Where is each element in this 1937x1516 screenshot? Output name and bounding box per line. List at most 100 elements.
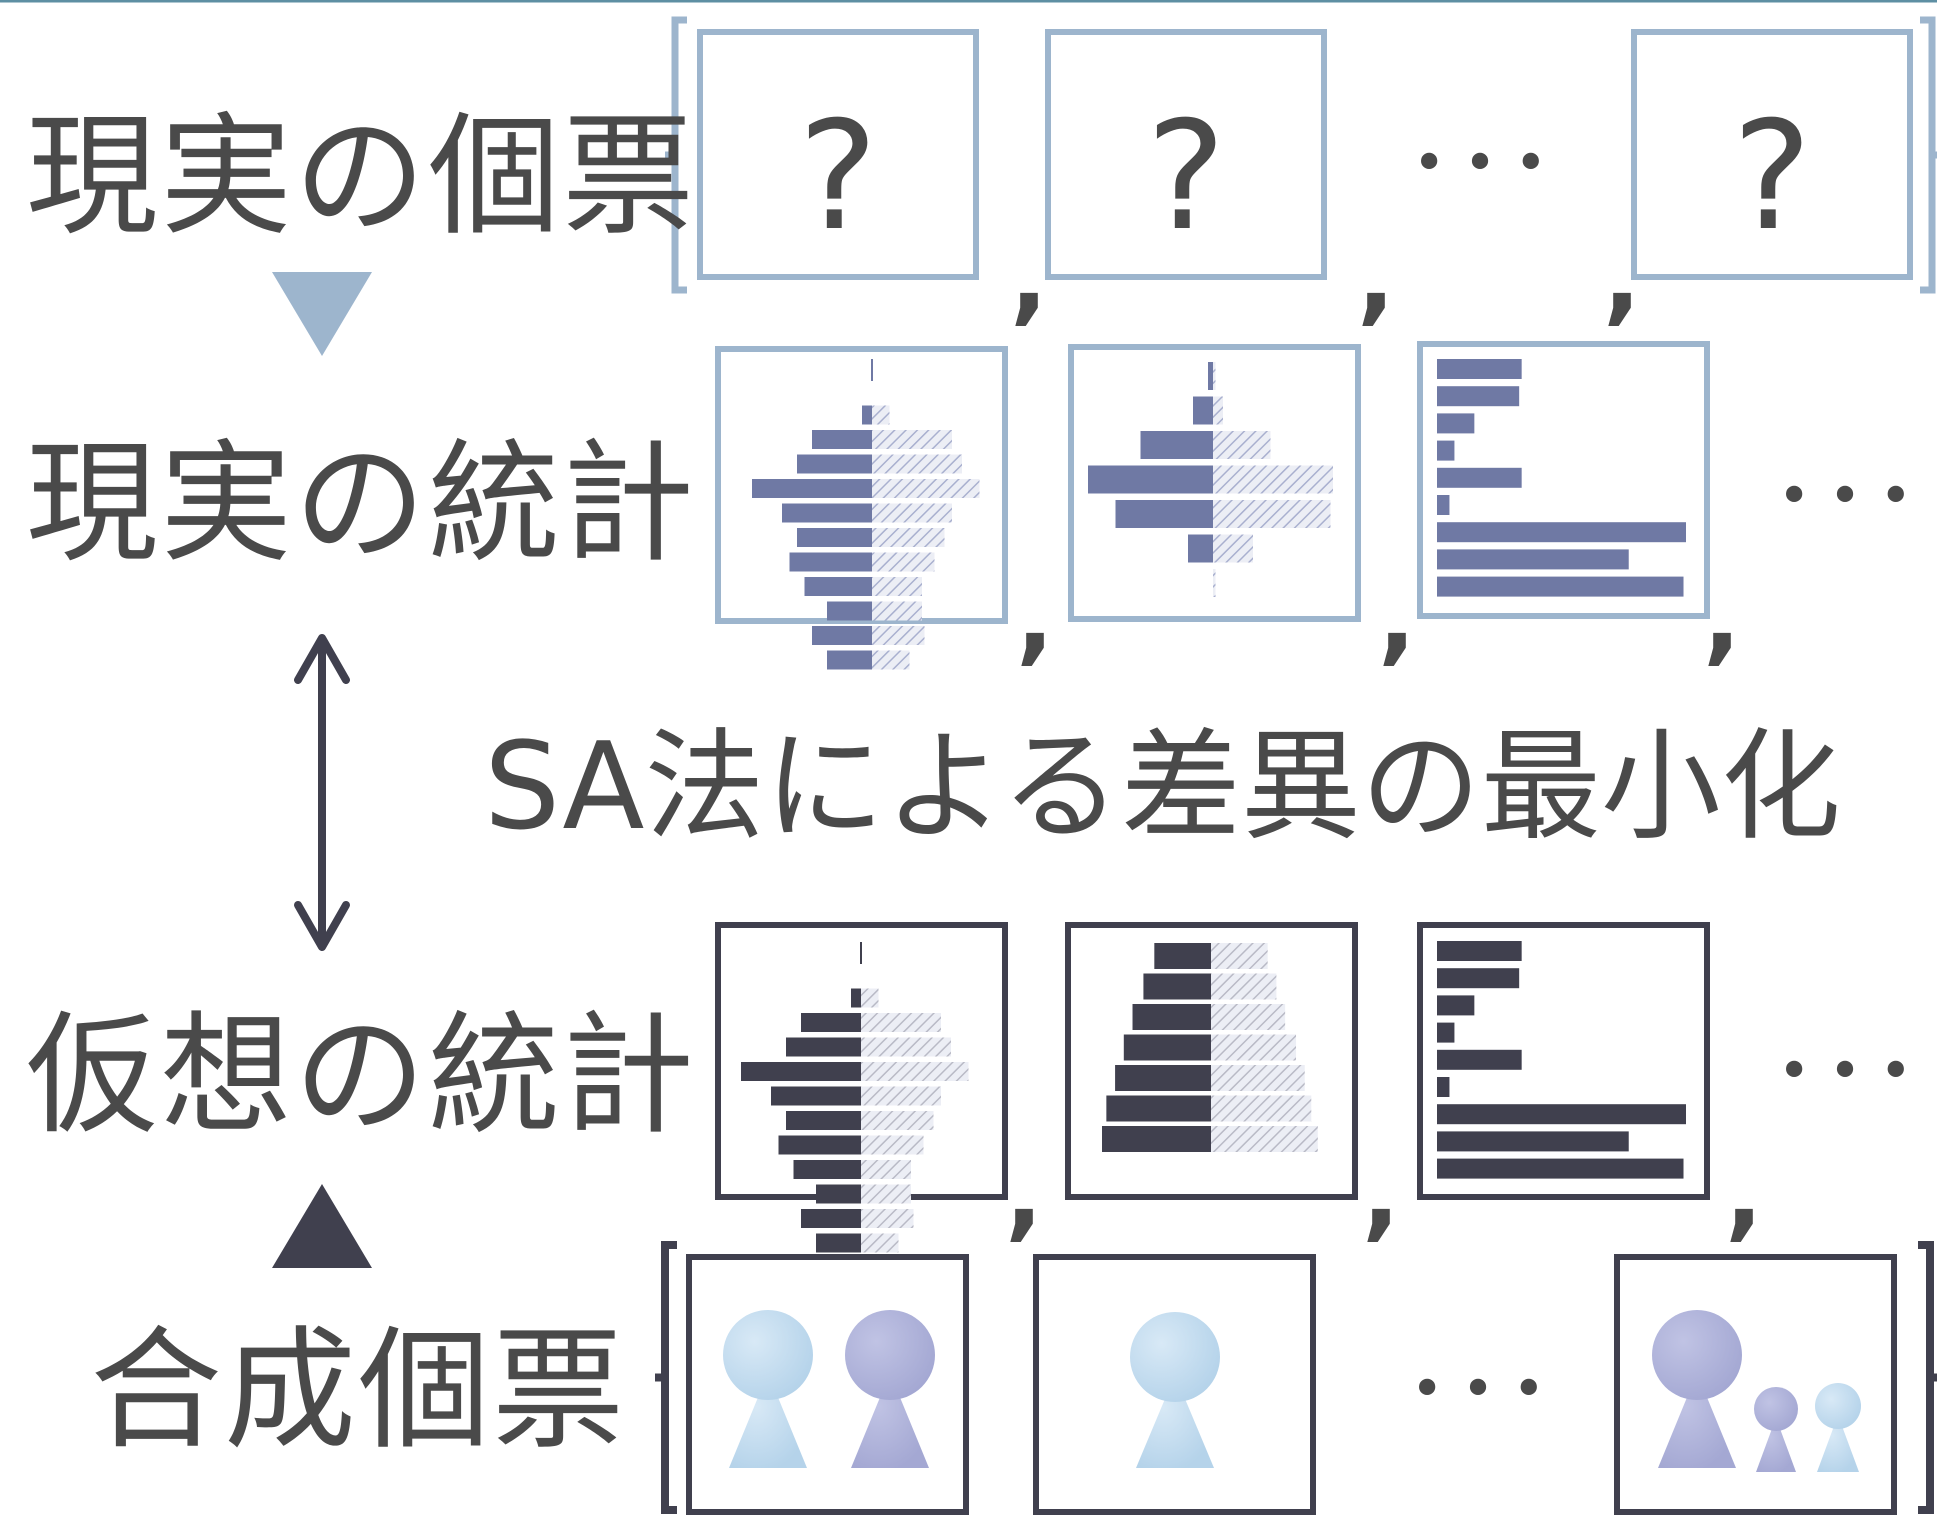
horizontal-bar-chart-icon (1437, 359, 1686, 597)
down-triangle-icon (272, 272, 372, 356)
female-bar (872, 405, 890, 425)
real-statistics-set: , , , • • • (715, 341, 1913, 676)
left-bracket (665, 16, 687, 294)
male-bar (1143, 973, 1211, 1000)
male-bar (801, 1013, 861, 1032)
household-members (1130, 1312, 1220, 1468)
category-bar (1437, 359, 1522, 379)
male-bar (741, 1062, 861, 1081)
category-bar (1437, 467, 1522, 488)
category-bar (1437, 995, 1475, 1016)
person-icon (1652, 1310, 1742, 1468)
male-bar (778, 1135, 861, 1155)
category-bar (1437, 386, 1520, 407)
male-bar (786, 1037, 861, 1057)
female-bar (1213, 396, 1223, 425)
male-bar (797, 454, 872, 474)
ellipsis: • • • (1778, 464, 1913, 529)
male-bar (752, 479, 872, 498)
female-bar (872, 626, 925, 645)
female-bar (872, 552, 935, 572)
female-bar (861, 988, 879, 1008)
comma: , (1725, 1135, 1763, 1252)
unknown-record-box-1 (697, 29, 979, 280)
male-bar (1154, 943, 1211, 969)
male-bar (827, 650, 872, 670)
population-pyramid-chart-icon (1088, 362, 1333, 597)
male-bar (862, 405, 872, 425)
female-bar (861, 1233, 899, 1253)
male-bar (786, 1111, 861, 1130)
female-bar (872, 577, 922, 596)
female-bar (1211, 973, 1277, 1000)
male-bar (1188, 534, 1213, 563)
female-bar (861, 1111, 934, 1130)
female-bar (861, 1037, 951, 1057)
male-bar (789, 552, 872, 572)
female-bar (1213, 534, 1253, 563)
unknown-record-box-n (1631, 29, 1913, 280)
population-pyramid-chart-icon (752, 359, 980, 670)
population-pyramid-chart-icon (741, 942, 969, 1253)
virtual-statistics-set: , , , • • • (715, 922, 1913, 1253)
horizontal-bar-chart-icon (1437, 941, 1686, 1179)
comma: , (1357, 219, 1395, 336)
female-bar (861, 1135, 924, 1155)
male-bar (1115, 1065, 1211, 1091)
category-bar (1437, 549, 1629, 570)
household-box-n (1614, 1254, 1897, 1515)
male-bar (1140, 431, 1213, 459)
male-bar (816, 1184, 861, 1204)
female-bar (872, 601, 922, 621)
household-box-1 (686, 1254, 969, 1515)
female-bar (1211, 1095, 1312, 1122)
comma: , (970, 1447, 1008, 1516)
category-bar (1437, 968, 1520, 989)
category-bar (1437, 440, 1455, 461)
category-bar (1437, 1049, 1522, 1070)
category-bar (1437, 495, 1450, 515)
household-members (723, 1310, 935, 1468)
category-bar (1437, 1158, 1684, 1179)
left-bracket (655, 1241, 677, 1514)
label-virtual-statistics: 仮想の統計 (26, 999, 696, 1153)
female-bar (1211, 943, 1268, 969)
person-icon (1130, 1312, 1220, 1468)
male-bar (801, 1209, 861, 1228)
person-icon (845, 1310, 935, 1468)
right-bracket (1918, 1241, 1937, 1514)
male-bar (812, 430, 872, 449)
label-method: SA法による差異の最小化 (484, 718, 1841, 857)
comma: , (1703, 559, 1741, 676)
female-bar (861, 1013, 941, 1032)
category-bar (1437, 522, 1686, 543)
male-bar (1208, 362, 1213, 390)
question-mark-icon: ? (798, 90, 878, 264)
category-bar (1437, 941, 1522, 961)
female-bar (1213, 500, 1331, 528)
category-bar (1437, 1077, 1450, 1097)
male-bar (1123, 1034, 1211, 1061)
male-bar (851, 988, 861, 1008)
male-bar (827, 601, 872, 621)
comma: , (1362, 1135, 1400, 1252)
ellipsis: • • • (1411, 1357, 1546, 1422)
label-real-microdata: 現実の個票 (26, 100, 696, 254)
right-bracket (1920, 16, 1937, 294)
double-arrow-icon (294, 634, 350, 951)
comma: , (1580, 1447, 1618, 1516)
label-real-statistics: 現実の統計 (26, 427, 696, 581)
person-icon (1754, 1387, 1798, 1472)
female-bar (861, 1209, 914, 1228)
comma: , (1016, 559, 1054, 676)
comma: , (1010, 219, 1048, 336)
female-bar (1213, 431, 1271, 459)
comma: , (1378, 559, 1416, 676)
male-bar (1193, 396, 1213, 425)
ellipsis: • • • (1778, 1039, 1913, 1104)
person-icon (723, 1310, 813, 1468)
male-bar (793, 1160, 861, 1179)
category-bar (1437, 1022, 1455, 1043)
real-microdata-set: ? , ? , • • • , ? (665, 16, 1937, 336)
